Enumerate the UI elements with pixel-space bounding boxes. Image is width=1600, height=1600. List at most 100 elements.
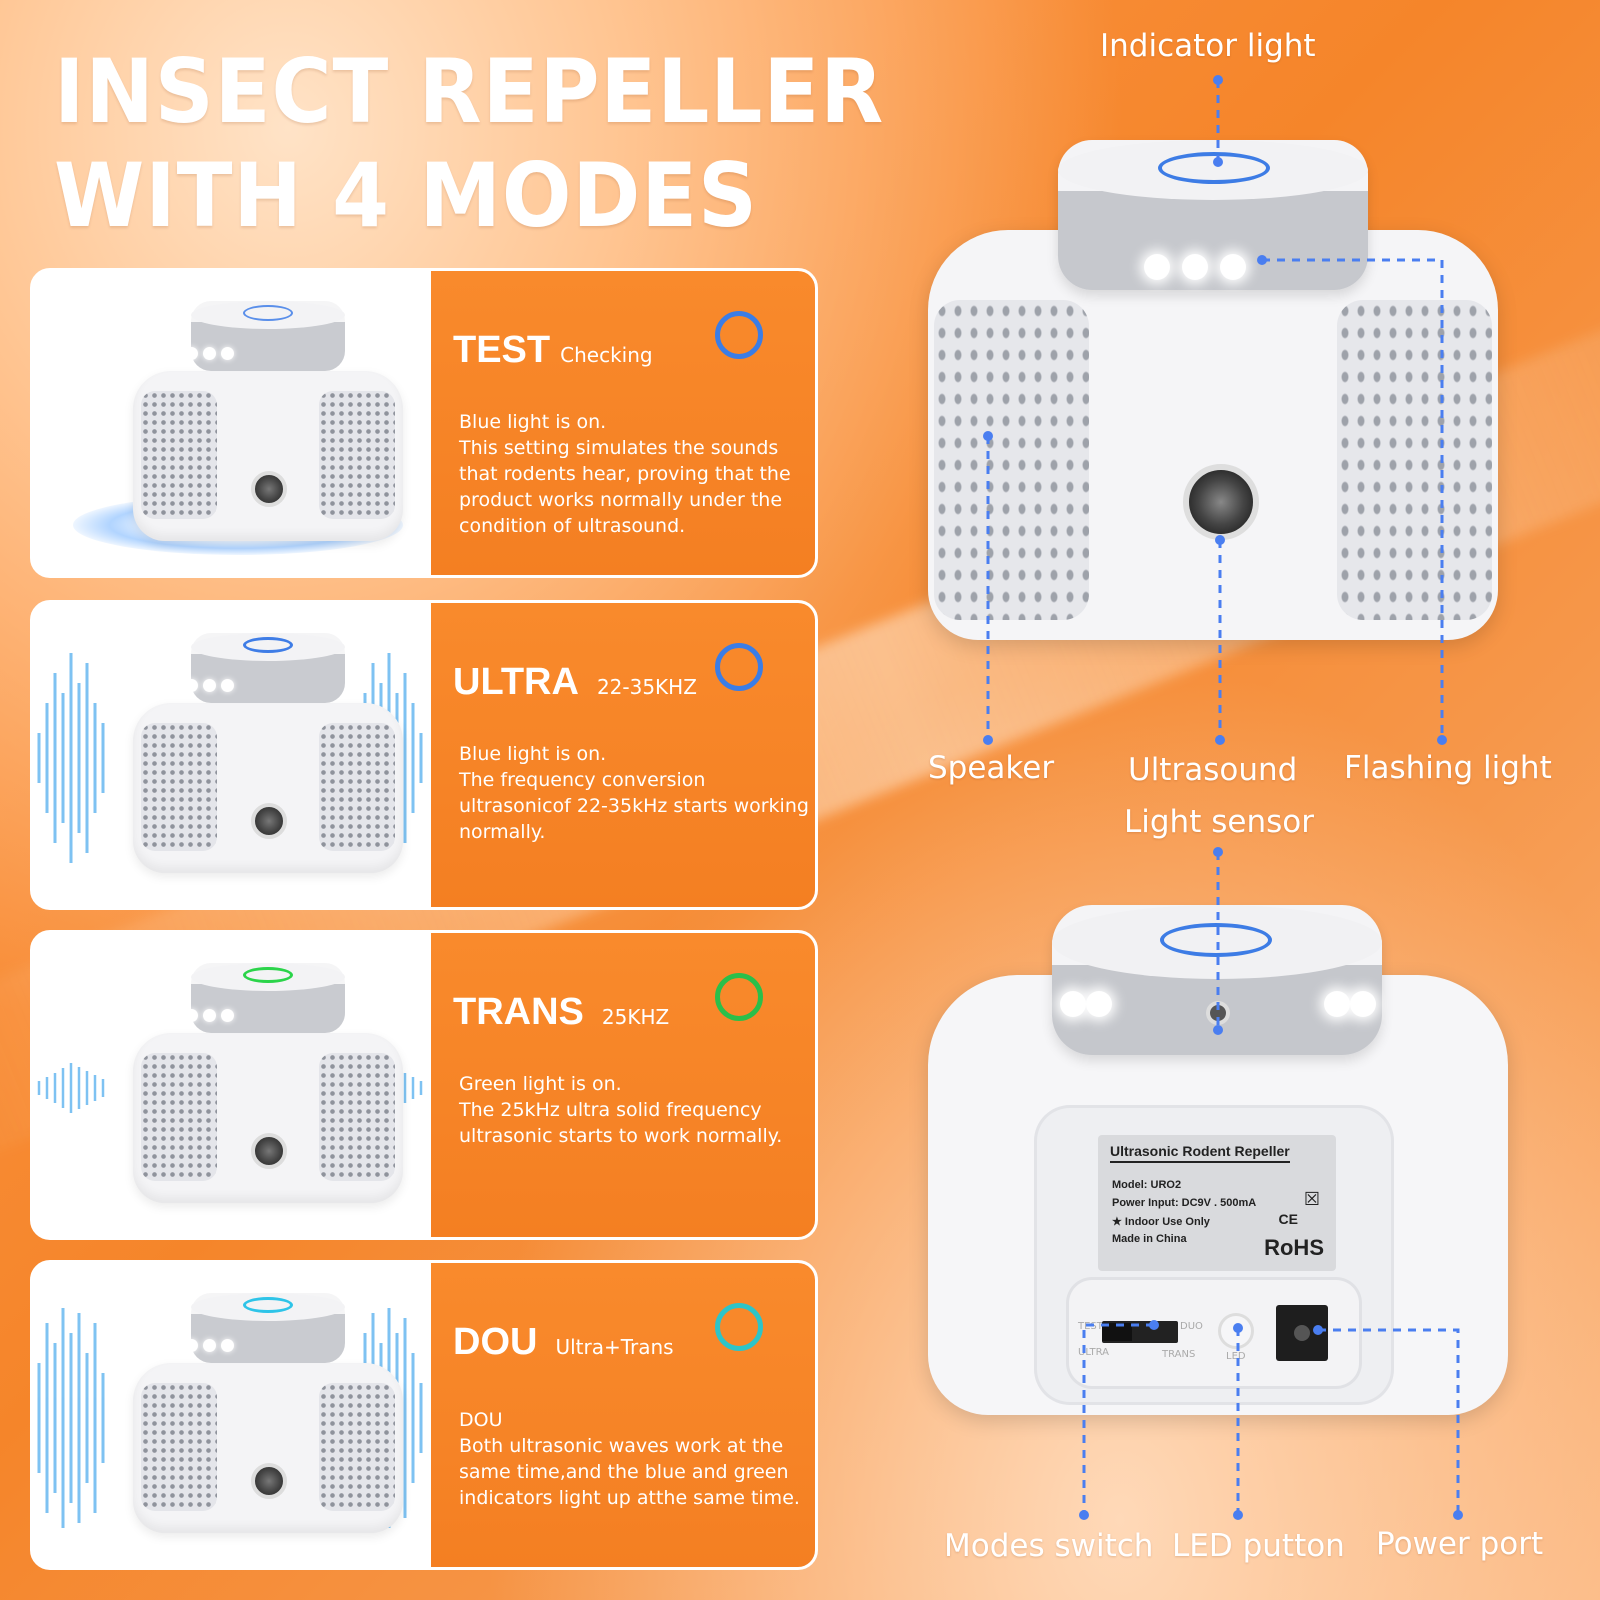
port-panel: TEST ULTRA DUO TRANS LED xyxy=(1066,1277,1362,1389)
sound-wave-icon xyxy=(37,653,105,863)
mode-image xyxy=(33,1263,431,1567)
indicator-ring-icon xyxy=(715,973,763,1021)
headline-line-1: INSECT REPELLER xyxy=(54,40,885,143)
desc-line: ultrasonic starts to work normally. xyxy=(459,1125,783,1147)
callout-flashing-light: Flashing light xyxy=(1344,750,1552,786)
sound-wave-icon xyxy=(37,1308,105,1528)
desc-line: indicators light up atthe same time. xyxy=(459,1487,800,1509)
device-front-view xyxy=(928,130,1498,650)
headline: INSECT REPELLER WITH 4 MODES xyxy=(54,40,884,248)
mode-description: DOU Both ultrasonic waves work at the sa… xyxy=(459,1407,807,1511)
callout-light-sensor: Light sensor xyxy=(1124,804,1314,840)
mode-info: TEST Checking Blue light is on. This sett… xyxy=(431,271,815,575)
mode-card-dou: DOU Ultra+Trans DOU Both ultrasonic waves… xyxy=(30,1260,818,1570)
switch-label-duo: DUO xyxy=(1180,1321,1203,1332)
indicator-ring-icon xyxy=(715,311,763,359)
switch-label-led: LED xyxy=(1226,1351,1246,1362)
desc-line: The 25kHz ultra solid frequency xyxy=(459,1099,762,1121)
label-model: Model: URO2 xyxy=(1112,1179,1182,1191)
label-title: Ultrasonic Rodent Repeller xyxy=(1110,1143,1290,1163)
indicator-ring-icon xyxy=(715,1303,763,1351)
device-back-view: Ultrasonic Rodent Repeller Model: URO2 P… xyxy=(928,905,1508,1415)
device-thumbnail xyxy=(133,633,403,873)
desc-line: product works normally under the xyxy=(459,489,783,511)
mode-image xyxy=(33,933,431,1237)
callout-modes-switch: Modes switch xyxy=(944,1528,1154,1564)
ultrasound-sensor-icon xyxy=(251,1133,287,1169)
callout-speaker: Speaker xyxy=(928,750,1055,786)
power-port[interactable] xyxy=(1276,1305,1328,1361)
ce-mark: CE xyxy=(1278,1211,1298,1227)
flashing-led xyxy=(1220,254,1246,280)
sound-wave-icon xyxy=(37,1063,105,1113)
device-cap xyxy=(1058,140,1368,290)
led-button[interactable] xyxy=(1218,1313,1254,1349)
mode-info: DOU Ultra+Trans DOU Both ultrasonic waves… xyxy=(431,1263,815,1567)
ultrasound-transducer-icon xyxy=(1183,464,1259,540)
desc-line: normally. xyxy=(459,821,546,843)
indicator-light-ring xyxy=(1160,923,1272,957)
desc-line: Both ultrasonic waves work at the xyxy=(459,1435,784,1457)
callout-power-port: Power port xyxy=(1376,1526,1544,1562)
mode-image xyxy=(33,603,431,907)
callout-indicator-light: Indicator light xyxy=(1100,28,1316,64)
product-label: Ultrasonic Rodent Repeller Model: URO2 P… xyxy=(1098,1135,1336,1271)
label-indoor: ★ Indoor Use Only xyxy=(1112,1216,1210,1228)
flashing-led xyxy=(1060,991,1086,1017)
mode-subtitle: Checking xyxy=(560,343,653,367)
indicator-ring-icon xyxy=(715,643,763,691)
desc-line: that rodents hear, proving that the xyxy=(459,463,791,485)
mode-name: TEST xyxy=(453,329,551,371)
mode-image xyxy=(33,271,431,575)
device-cap xyxy=(1052,905,1382,1055)
flashing-led xyxy=(1350,991,1376,1017)
speaker-grill xyxy=(1337,300,1492,620)
mode-description: Blue light is on. This setting simulates… xyxy=(459,409,807,539)
mode-switch[interactable] xyxy=(1102,1321,1178,1343)
ultrasound-sensor-icon xyxy=(251,803,287,839)
device-thumbnail xyxy=(133,963,403,1203)
weee-bin-icon: ☒ xyxy=(1303,1189,1320,1209)
desc-line: condition of ultrasound. xyxy=(459,515,686,537)
flashing-led xyxy=(1144,254,1170,280)
mode-description: Green light is on. The 25kHz ultra solid… xyxy=(459,1071,807,1149)
flashing-led xyxy=(1086,991,1112,1017)
mode-info: TRANS 25KHZ Green light is on. The 25kHz … xyxy=(431,933,815,1237)
speaker-grill xyxy=(934,300,1089,620)
mode-name: DOU xyxy=(453,1321,538,1363)
rohs-mark: RoHS xyxy=(1264,1235,1324,1260)
desc-line: DOU xyxy=(459,1409,503,1431)
mode-card-trans: TRANS 25KHZ Green light is on. The 25kHz … xyxy=(30,930,818,1240)
mode-description: Blue light is on. The frequency conversi… xyxy=(459,741,809,845)
mode-card-test: TEST Checking Blue light is on. This sett… xyxy=(30,268,818,578)
label-power: Power Input: DC9V . 500mA xyxy=(1112,1197,1257,1209)
mode-subtitle: 25KHZ xyxy=(601,1005,670,1029)
desc-line: The frequency conversion xyxy=(459,769,706,791)
device-thumbnail xyxy=(133,1293,403,1533)
headline-line-2: WITH 4 MODES xyxy=(54,144,758,247)
switch-label-trans: TRANS xyxy=(1162,1349,1196,1360)
ultrasound-sensor-icon xyxy=(251,471,287,507)
flashing-led xyxy=(1182,254,1208,280)
callout-ultrasound: Ultrasound xyxy=(1128,752,1298,788)
label-made: Made in China xyxy=(1112,1233,1187,1245)
mode-name: TRANS xyxy=(453,991,584,1033)
callout-led-button: LED putton xyxy=(1172,1528,1345,1564)
indicator-light-ring xyxy=(1158,152,1270,184)
desc-line: Blue light is on. xyxy=(459,411,607,433)
mode-subtitle: Ultra+Trans xyxy=(555,1335,674,1359)
desc-line: Green light is on. xyxy=(459,1073,622,1095)
device-thumbnail xyxy=(133,301,403,541)
desc-line: same time,and the blue and green xyxy=(459,1461,789,1483)
switch-label-test: TEST xyxy=(1078,1321,1103,1332)
switch-label-ultra: ULTRA xyxy=(1078,1347,1110,1358)
desc-line: ultrasonicof 22-35kHz starts working xyxy=(459,795,809,817)
mode-subtitle: 22-35KHZ xyxy=(596,675,697,699)
desc-line: This setting simulates the sounds xyxy=(459,437,779,459)
light-sensor-icon xyxy=(1210,1005,1226,1021)
desc-line: Blue light is on. xyxy=(459,743,607,765)
flashing-led xyxy=(1324,991,1350,1017)
ultrasound-sensor-icon xyxy=(251,1463,287,1499)
